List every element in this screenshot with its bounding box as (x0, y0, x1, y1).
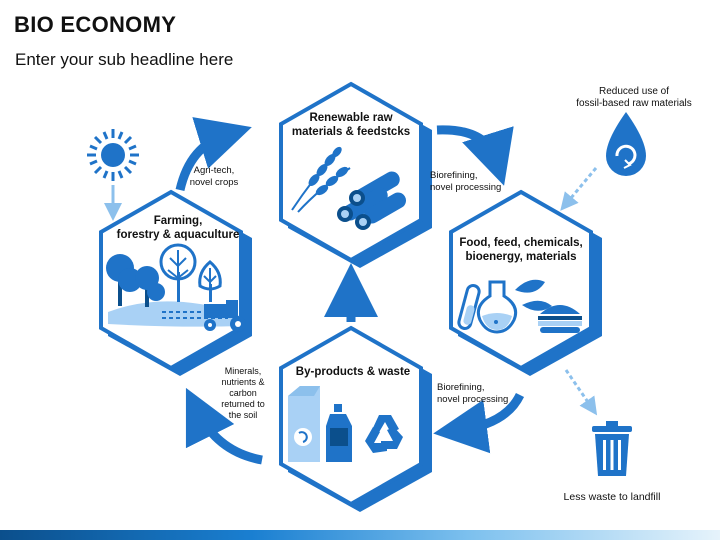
minerals-label-2: nutrients & (221, 377, 264, 387)
burger-icon (538, 305, 582, 333)
recycle-icon (365, 415, 403, 453)
minerals-label-3: carbon (229, 388, 257, 398)
leaf-icon (515, 279, 552, 311)
agritech-label-1: Agri-tech, (194, 165, 235, 176)
minerals-label-5: the soil (229, 410, 258, 420)
fossil-dashed-arrow (560, 167, 598, 211)
arrow-renewable-to-food (436, 125, 514, 186)
sun-icon (87, 129, 139, 181)
biorefining-bottom-label-2: novel processing (437, 394, 508, 405)
bottom-gradient-bar (0, 530, 720, 540)
fossil-label-2: fossil-based raw materials (576, 98, 692, 109)
hex-renewable: Renewable raw materials & feedstcks (279, 81, 432, 268)
hex-food-label-2: bioenergy, materials (466, 251, 577, 263)
flask-icon (476, 280, 518, 334)
page-title: BIO ECONOMY (14, 12, 177, 37)
hex-farming-label-2: forestry & aquaculture (117, 229, 240, 241)
hex-renewable-label-1: Renewable raw (309, 112, 392, 124)
biorefining-top-label-2: novel processing (430, 182, 501, 193)
hex-farming: Farming, forestry & aquaculture (99, 189, 252, 376)
arrow-farming-to-renewable (175, 117, 252, 192)
biorefining-bottom-label-1: Biorefining, (437, 382, 485, 393)
agritech-label-2: novel crops (190, 177, 239, 188)
hex-farming-label-1: Farming, (154, 215, 203, 227)
landfill-dashed-arrow (564, 369, 598, 416)
trees-icon (106, 243, 222, 307)
fossil-label-1: Reduced use of (599, 86, 669, 97)
hex-food: Food, feed, chemicals, bioenergy, materi… (449, 189, 602, 376)
arrow-byproducts-to-farming (185, 387, 263, 465)
test-tube-icon (457, 284, 481, 330)
landfill-label: Less waste to landfill (564, 491, 661, 503)
field-rows (162, 311, 228, 319)
biorefining-top-label-1: Biorefining, (430, 170, 478, 181)
logs-icon (337, 171, 406, 230)
arrow-food-to-byproducts (433, 392, 525, 454)
trash-can-icon (592, 421, 632, 476)
bottle-icon (326, 404, 352, 462)
minerals-label-4: returned to (221, 399, 265, 409)
wheat-icon (291, 146, 351, 213)
tractor-icon (204, 290, 246, 332)
minerals-label: Minerals, nutrients & carbon returned to… (221, 366, 265, 420)
hex-food-label-1: Food, feed, chemicals, (459, 237, 582, 249)
minerals-label-1: Minerals, (225, 366, 262, 376)
hex-byproducts: By-products & waste (279, 325, 432, 512)
page-subtitle: Enter your sub headline here (15, 50, 234, 69)
carton-icon (288, 386, 320, 462)
hex-byproducts-label: By-products & waste (296, 366, 410, 378)
hex-renewable-label-2: materials & feedstcks (292, 126, 410, 138)
drop-icon (606, 112, 646, 176)
